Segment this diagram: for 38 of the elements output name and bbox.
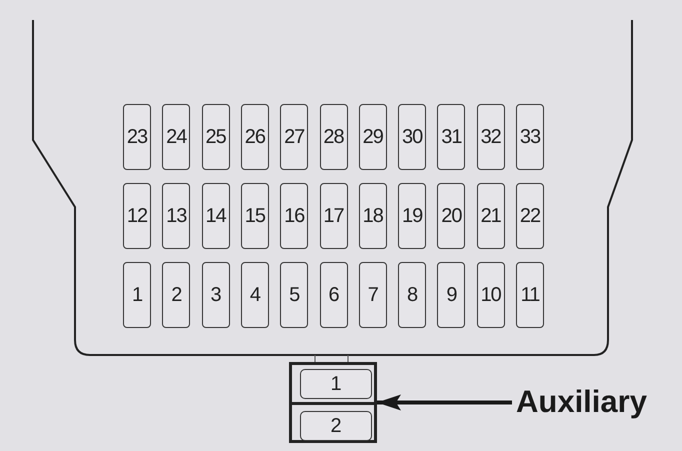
fuse: 3 <box>202 262 230 328</box>
arrow <box>377 394 512 410</box>
fuse: 5 <box>280 262 308 328</box>
fuse: 7 <box>358 262 387 328</box>
fuse: 14 <box>202 183 230 249</box>
callout-label: Auxiliary <box>516 382 676 422</box>
fuse: 33 <box>516 104 544 170</box>
fuse: 13 <box>162 183 190 249</box>
fuse: 30 <box>398 104 426 170</box>
fuse: 1 <box>300 369 372 399</box>
fuse: 11 <box>516 262 544 328</box>
fuse: 10 <box>476 262 505 328</box>
fuse: 31 <box>437 104 466 170</box>
fuse: 1 <box>123 262 151 328</box>
fuse: 8 <box>398 262 426 328</box>
fuse: 23 <box>123 104 151 170</box>
fuse: 26 <box>240 104 269 170</box>
fuse: 17 <box>320 183 348 249</box>
fuse: 25 <box>202 104 230 170</box>
fuse: 6 <box>320 262 348 328</box>
fuse: 9 <box>437 262 466 328</box>
fuse: 20 <box>437 183 466 249</box>
fuse: 15 <box>240 183 269 249</box>
fuse: 2 <box>162 262 190 328</box>
fuse: 12 <box>123 183 151 249</box>
fuse: 22 <box>516 183 544 249</box>
fuse: 4 <box>240 262 269 328</box>
fuse: 24 <box>162 104 190 170</box>
fuse: 29 <box>358 104 387 170</box>
fuse: 21 <box>476 183 505 249</box>
fuse: 18 <box>358 183 387 249</box>
fuse: 27 <box>280 104 308 170</box>
fuse: 2 <box>300 411 372 441</box>
fuse: 19 <box>398 183 426 249</box>
fuse-holder <box>289 362 377 443</box>
fuse: 32 <box>476 104 505 170</box>
fuse: 16 <box>280 183 308 249</box>
fuse: 28 <box>320 104 348 170</box>
